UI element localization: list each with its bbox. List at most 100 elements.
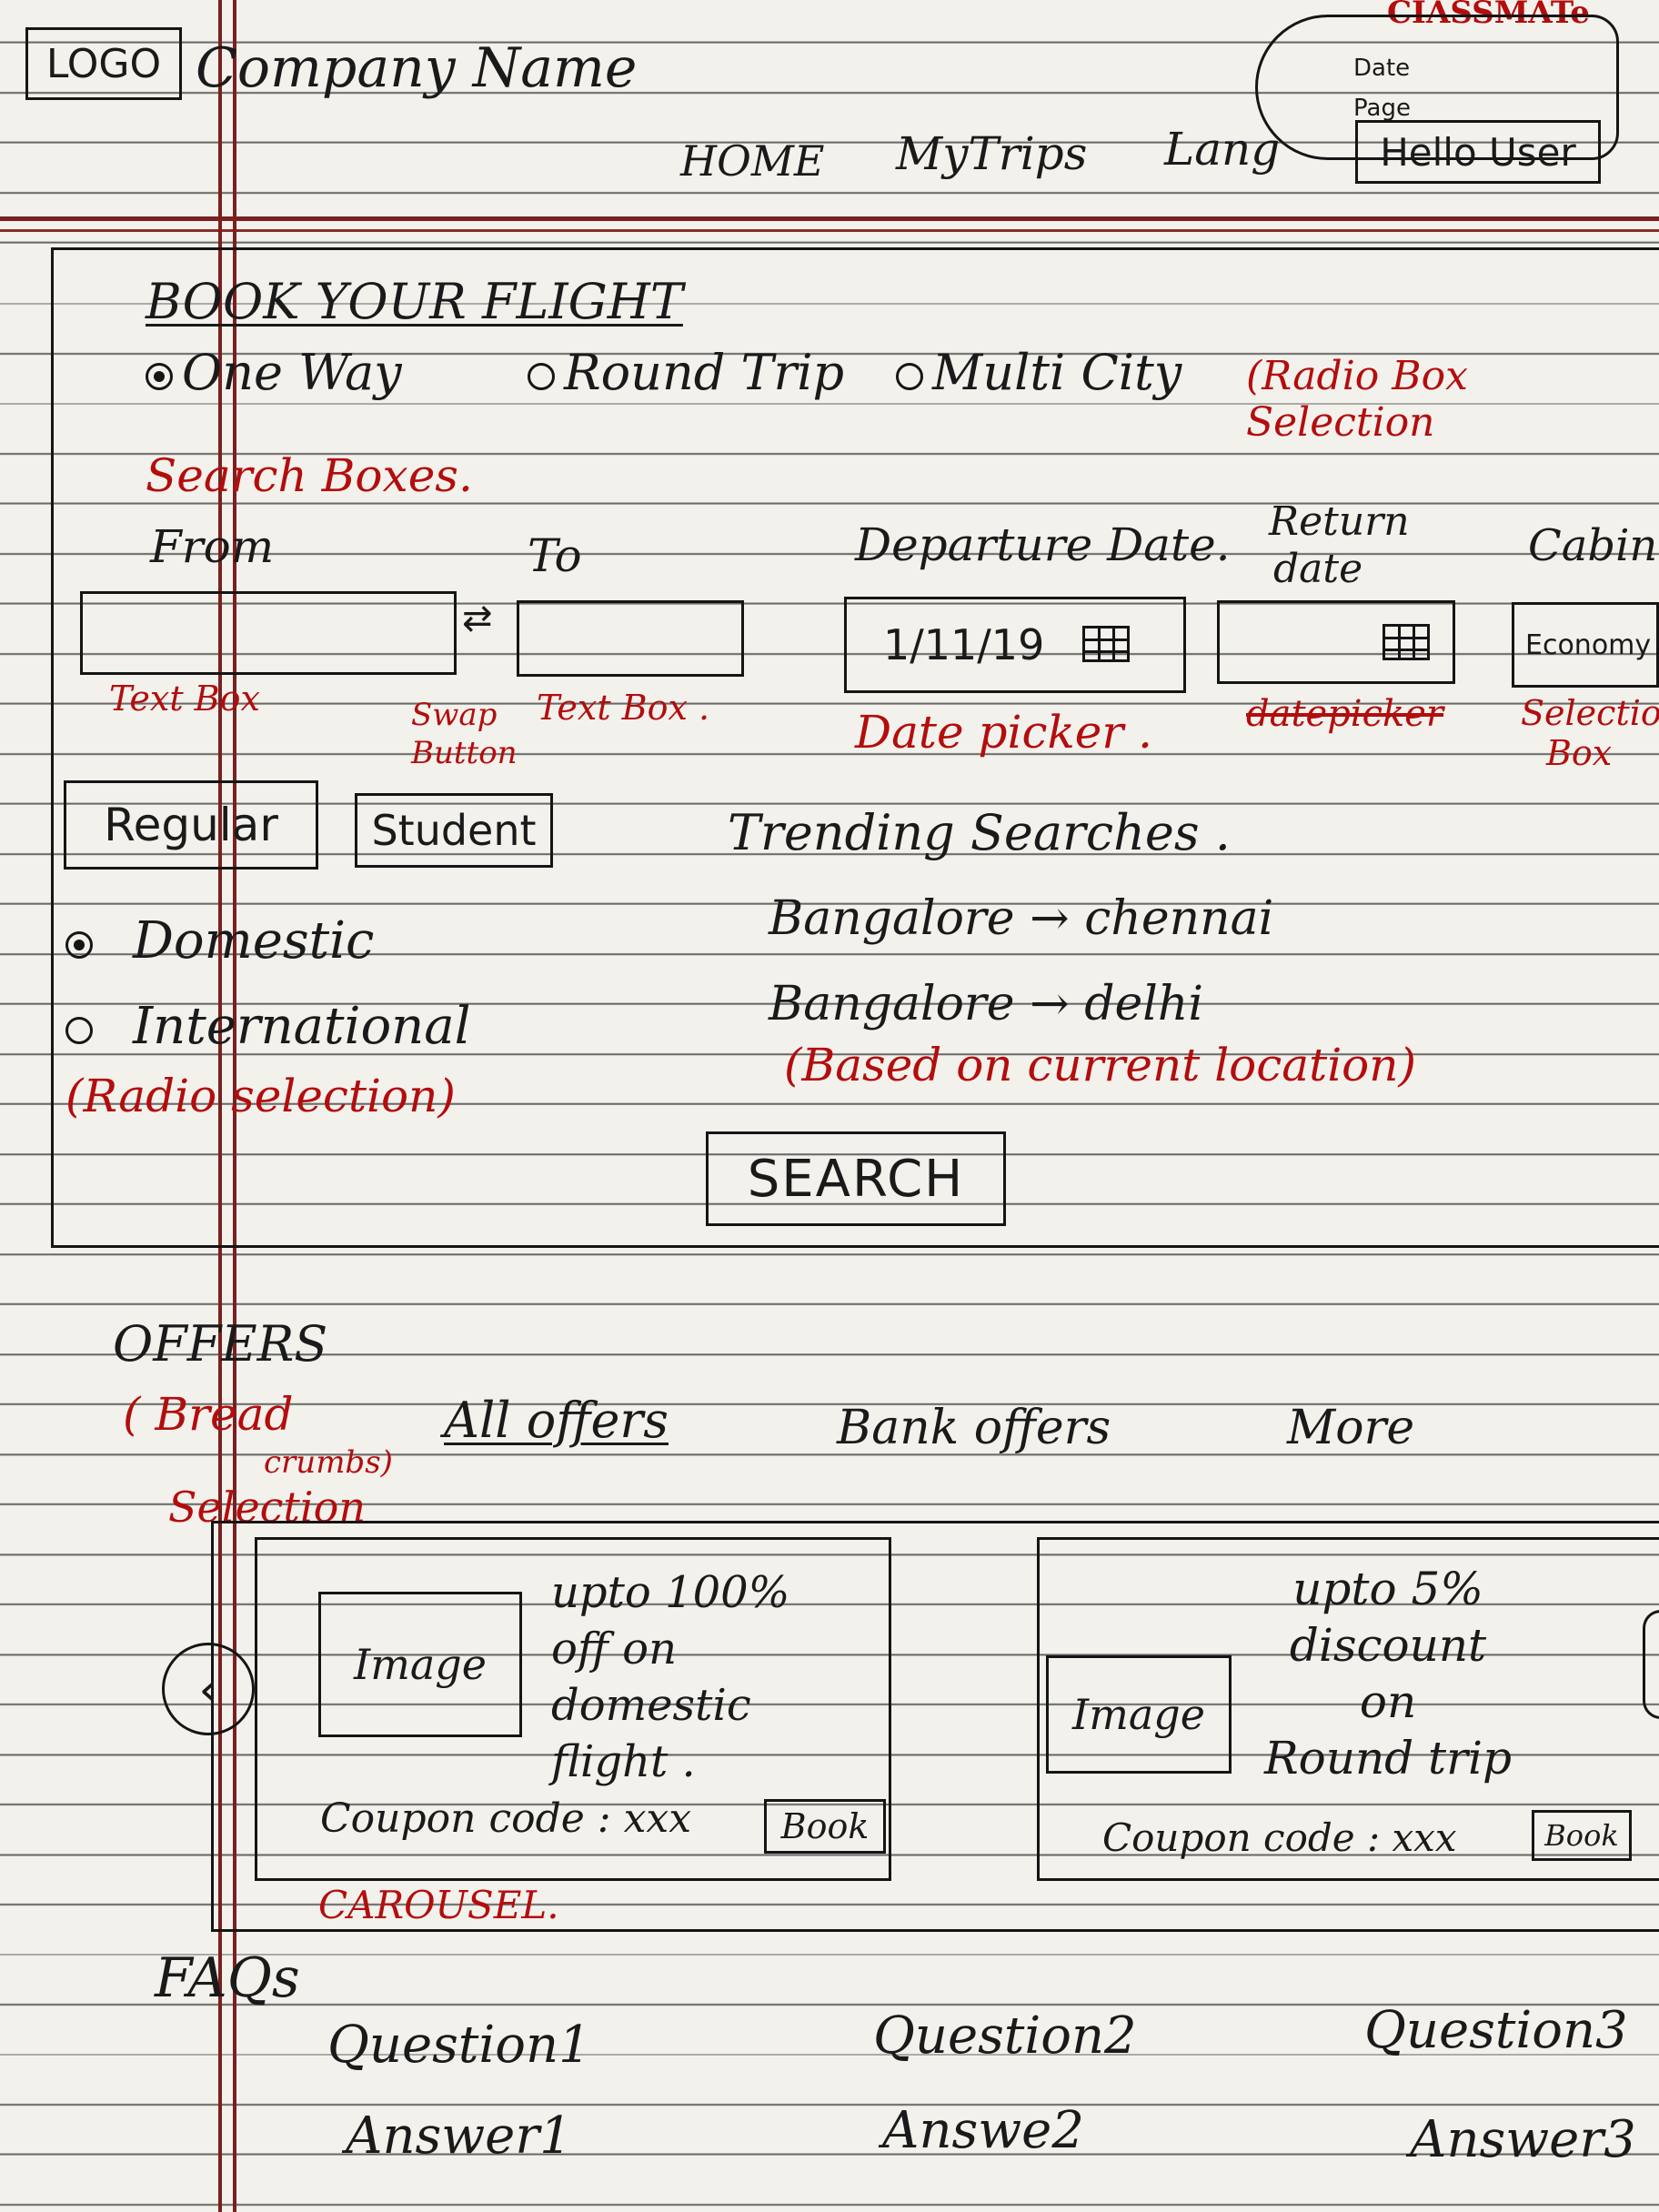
offer-card[interactable]	[1037, 1537, 1659, 1881]
faq-answer: Answer1	[346, 2106, 572, 2166]
fare-student-button[interactable]: Student	[355, 793, 553, 868]
offer-coupon: Coupon code : xxx	[1102, 1815, 1457, 1860]
faq-question[interactable]: Question1	[327, 2016, 591, 2075]
trip-type-note: (Radio Box Selection	[1246, 353, 1468, 446]
logo[interactable]: LOGO	[25, 27, 182, 100]
calendar-icon[interactable]	[1082, 626, 1130, 662]
faq-answer: Answer3	[1410, 2110, 1636, 2169]
radio-round-trip-label: Round Trip	[564, 344, 845, 401]
book-button[interactable]: Book	[1532, 1810, 1632, 1861]
offer-card[interactable]	[255, 1537, 891, 1881]
trending-route[interactable]: Bangalore → chennai	[769, 891, 1273, 946]
return-annotation: datepicker	[1246, 693, 1444, 735]
swap-annotation-1: Swap	[411, 697, 498, 733]
offer-text-line: Round trip	[1264, 1732, 1513, 1785]
search-boxes-note: Search Boxes.	[146, 449, 473, 502]
trending-route[interactable]: Bangalore → delhi	[769, 977, 1203, 1031]
to-label: To	[528, 529, 582, 582]
header-rule-2	[0, 229, 1659, 232]
return-label-1: Return	[1269, 498, 1410, 545]
nav-my-trips[interactable]: MyTrips	[896, 127, 1088, 180]
trending-route-to: delhi	[1084, 977, 1204, 1031]
offer-text-line: flight .	[551, 1736, 696, 1787]
radio-international-label: International	[133, 997, 471, 1056]
breadcrumb-note-1: ( Bread	[123, 1388, 294, 1441]
radio-domestic-label: Domestic	[133, 911, 375, 970]
swap-annotation-2: Button	[411, 735, 518, 771]
departure-date-input[interactable]: 1/11/19	[844, 597, 1186, 693]
chevron-left-icon[interactable]: ‹	[162, 1643, 255, 1735]
offers-title: OFFERS	[113, 1315, 328, 1372]
return-date-input[interactable]	[1217, 600, 1455, 684]
offers-tab-bank[interactable]: Bank offers	[837, 1401, 1111, 1455]
radio-multi-city[interactable]: Multi City	[896, 344, 1181, 401]
cabin-select[interactable]: Economy	[1512, 602, 1659, 688]
cabin-annotation-2: Box	[1546, 733, 1613, 773]
radio-domestic[interactable]: Domestic	[65, 911, 374, 970]
arrow-right-icon: →	[1030, 891, 1070, 946]
radio-round-trip-indicator[interactable]	[528, 363, 555, 390]
offer-coupon: Coupon code : xxx	[320, 1795, 692, 1842]
offer-text-line: discount	[1289, 1619, 1487, 1672]
offer-text-line: on	[1359, 1675, 1417, 1728]
notebook-stamp	[1255, 15, 1619, 160]
breadcrumb-note-3: Selection	[168, 1483, 366, 1532]
nav-language[interactable]: Lang	[1164, 123, 1281, 176]
to-input[interactable]	[517, 600, 744, 677]
user-button[interactable]: Hello User	[1355, 120, 1601, 184]
trending-route-from: Bangalore	[769, 891, 1015, 946]
cabin-annotation-1: Selection	[1521, 693, 1659, 733]
offer-description: upto 5% discount on Round trip	[1264, 1561, 1512, 1786]
radio-multi-city-label: Multi City	[932, 344, 1182, 401]
to-annotation: Text Box .	[537, 688, 710, 728]
radio-international[interactable]: International	[65, 997, 471, 1056]
offer-text-line: domestic	[551, 1680, 751, 1731]
breadcrumb-note-2: crumbs)	[264, 1444, 393, 1481]
region-note: (Radio selection)	[65, 1070, 456, 1122]
trending-note: (Based on current location)	[784, 1039, 1416, 1091]
trending-title: Trending Searches .	[728, 804, 1231, 861]
radio-domestic-indicator[interactable]	[65, 930, 93, 959]
book-button[interactable]: Book	[764, 1799, 886, 1854]
radio-round-trip[interactable]: Round Trip	[528, 344, 844, 401]
margin-line	[218, 0, 222, 2212]
from-label: From	[150, 520, 275, 573]
departure-annotation: Date picker .	[855, 706, 1153, 759]
swap-icon[interactable]: ⇄	[462, 598, 493, 639]
offer-text-line: upto 5%	[1292, 1563, 1483, 1615]
booking-panel	[51, 247, 1659, 1248]
offer-image: Image	[1046, 1655, 1232, 1774]
faq-question[interactable]: Question2	[873, 2006, 1137, 2066]
from-input[interactable]	[80, 591, 457, 675]
date-label: Date	[1353, 55, 1411, 82]
offers-tab-more[interactable]: More	[1287, 1401, 1415, 1455]
radio-multi-city-indicator[interactable]	[896, 363, 923, 390]
radio-one-way[interactable]: One Way	[146, 344, 402, 401]
offer-image: Image	[318, 1592, 522, 1737]
radio-one-way-indicator[interactable]	[146, 363, 173, 390]
offers-tab-all[interactable]: All offers	[444, 1392, 669, 1449]
search-button[interactable]: SEARCH	[706, 1131, 1006, 1226]
carousel-label: CAROUSEL.	[318, 1883, 559, 1927]
radio-international-indicator[interactable]	[65, 1016, 93, 1044]
departure-label: Departure Date.	[855, 518, 1231, 571]
header-rule	[0, 216, 1659, 221]
calendar-icon-return[interactable]	[1382, 624, 1430, 660]
cabin-select-value: Economy	[1525, 628, 1652, 661]
company-name: Company Name	[196, 36, 638, 100]
fare-regular-button[interactable]: Regular	[64, 780, 318, 870]
trending-route-to: chennai	[1084, 891, 1274, 946]
margin-line-2	[233, 0, 236, 2212]
nav-home[interactable]: HOME	[680, 136, 825, 186]
return-label-2: date	[1273, 546, 1363, 592]
faq-question[interactable]: Question3	[1364, 2001, 1628, 2060]
faqs-title: FAQs	[155, 1946, 300, 2010]
faq-answer: Answe2	[882, 2101, 1084, 2160]
radio-one-way-label: One Way	[182, 344, 402, 401]
offer-text-line: upto 100%	[551, 1567, 790, 1618]
page-label: Page	[1353, 95, 1411, 122]
trending-route-from: Bangalore	[769, 977, 1015, 1031]
offer-description: upto 100% off on domestic flight .	[551, 1564, 789, 1790]
offer-text-line: off on	[551, 1624, 677, 1674]
cabin-label: Cabin	[1528, 520, 1658, 571]
